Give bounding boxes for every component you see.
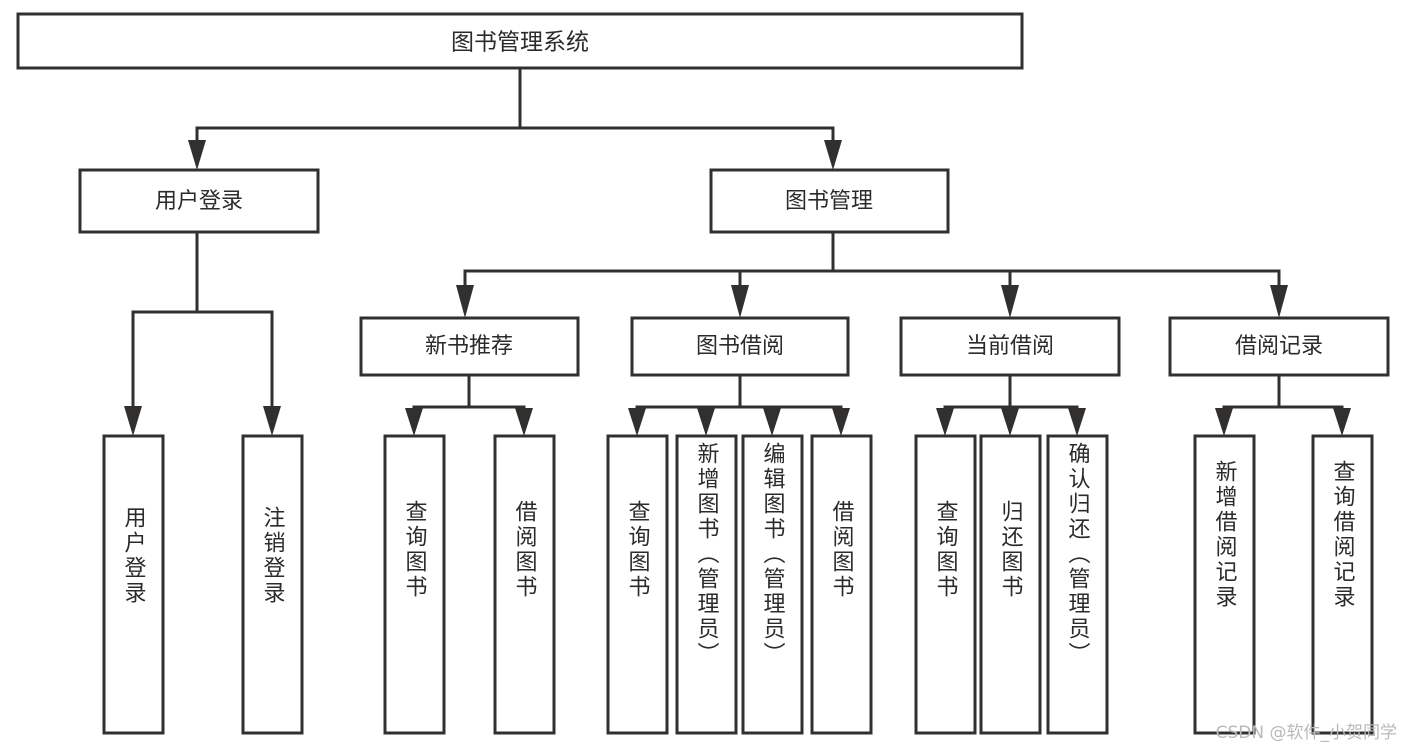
node-new-book-recommend-label: 新书推荐: [425, 334, 513, 359]
node-borrow-record[interactable]: 借阅记录: [1168, 316, 1390, 377]
arrow-head-book-management: [824, 140, 842, 170]
connectors-book-borrow-to-leaves: [628, 373, 850, 436]
node-leaf-borrow-book-1-box[interactable]: [493, 434, 556, 735]
arrow-head-leaf-logout: [263, 406, 281, 436]
arrow-head-leaf-query-book-1: [405, 408, 423, 436]
connectors-new-book-recommend-to-leaves: [405, 373, 533, 436]
node-root-label: 图书管理系统: [451, 30, 589, 56]
node-book-borrow-label: 图书借阅: [696, 334, 784, 359]
node-current-borrow-label: 当前借阅: [966, 334, 1054, 359]
node-current-borrow[interactable]: 当前借阅: [899, 316, 1121, 377]
arrow-head-leaf-query-book-2: [628, 408, 646, 436]
arrow-head-current-borrow: [1001, 285, 1019, 318]
node-leaf-borrow-book-2-box[interactable]: [810, 434, 873, 735]
arrow-head-leaf-query-record: [1333, 408, 1351, 436]
node-leaf-add-book-box[interactable]: [675, 434, 738, 735]
arrow-head-book-borrow: [731, 285, 749, 318]
node-leaf-return-book-box[interactable]: [979, 434, 1042, 735]
node-user-login-box[interactable]: [78, 168, 320, 234]
node-leaf-confirm-return-box[interactable]: [1046, 434, 1109, 735]
node-leaf-user-login-box[interactable]: [102, 434, 165, 735]
node-leaf-query-book-3-box[interactable]: [914, 434, 977, 735]
connectors-root-to-level2: [188, 66, 842, 170]
node-leaf-query-book-1-box[interactable]: [383, 434, 446, 735]
node-user-login-label: 用户登录: [155, 189, 243, 214]
connectors-borrow-record-to-leaves: [1215, 373, 1351, 436]
node-book-management-box[interactable]: [709, 168, 950, 234]
node-leaf-add-record-box[interactable]: [1193, 434, 1256, 735]
node-borrow-record-label: 借阅记录: [1235, 334, 1323, 359]
node-root-box[interactable]: [16, 12, 1024, 70]
node-new-book-recommend[interactable]: 新书推荐: [359, 316, 580, 377]
arrow-head-leaf-add-record: [1215, 408, 1233, 436]
node-book-borrow-box[interactable]: [630, 316, 850, 377]
node-root[interactable]: 图书管理系统: [16, 12, 1024, 70]
arrow-head-leaf-user-login: [124, 406, 142, 436]
arrow-head-user-login: [188, 140, 206, 170]
node-leaf-query-book-2-box[interactable]: [606, 434, 669, 735]
connectors-book-management-to-level3: [456, 230, 1288, 318]
connectors-current-borrow-to-leaves: [936, 373, 1086, 436]
arrow-head-leaf-borrow-book-1: [515, 408, 533, 436]
node-user-login[interactable]: 用户登录: [78, 168, 320, 234]
node-new-book-recommend-box[interactable]: [359, 316, 580, 377]
node-leaf-query-record-box[interactable]: [1311, 434, 1374, 735]
csdn-watermark: CSDN @软件_小贺同学: [1215, 723, 1397, 743]
arrow-head-leaf-return-book: [1001, 408, 1019, 436]
connectors-user-login-to-leaves: [124, 230, 281, 436]
arrow-head-borrow-record: [1270, 285, 1288, 318]
arrow-head-new-book-recommend: [456, 285, 474, 318]
node-leaf-logout-box[interactable]: [241, 434, 304, 735]
arrow-head-leaf-borrow-book-2: [832, 408, 850, 436]
arrow-head-leaf-edit-book: [763, 408, 781, 436]
arrow-head-leaf-query-book-3: [936, 408, 954, 436]
leaf-boxes: [102, 434, 1374, 735]
node-current-borrow-box[interactable]: [899, 316, 1121, 377]
node-book-management-label: 图书管理: [785, 189, 873, 214]
node-borrow-record-box[interactable]: [1168, 316, 1390, 377]
node-leaf-edit-book-box[interactable]: [741, 434, 804, 735]
node-book-borrow[interactable]: 图书借阅: [630, 316, 850, 377]
arrow-head-leaf-confirm-return: [1068, 408, 1086, 436]
node-book-management[interactable]: 图书管理: [709, 168, 950, 234]
arrow-head-leaf-add-book: [697, 408, 715, 436]
